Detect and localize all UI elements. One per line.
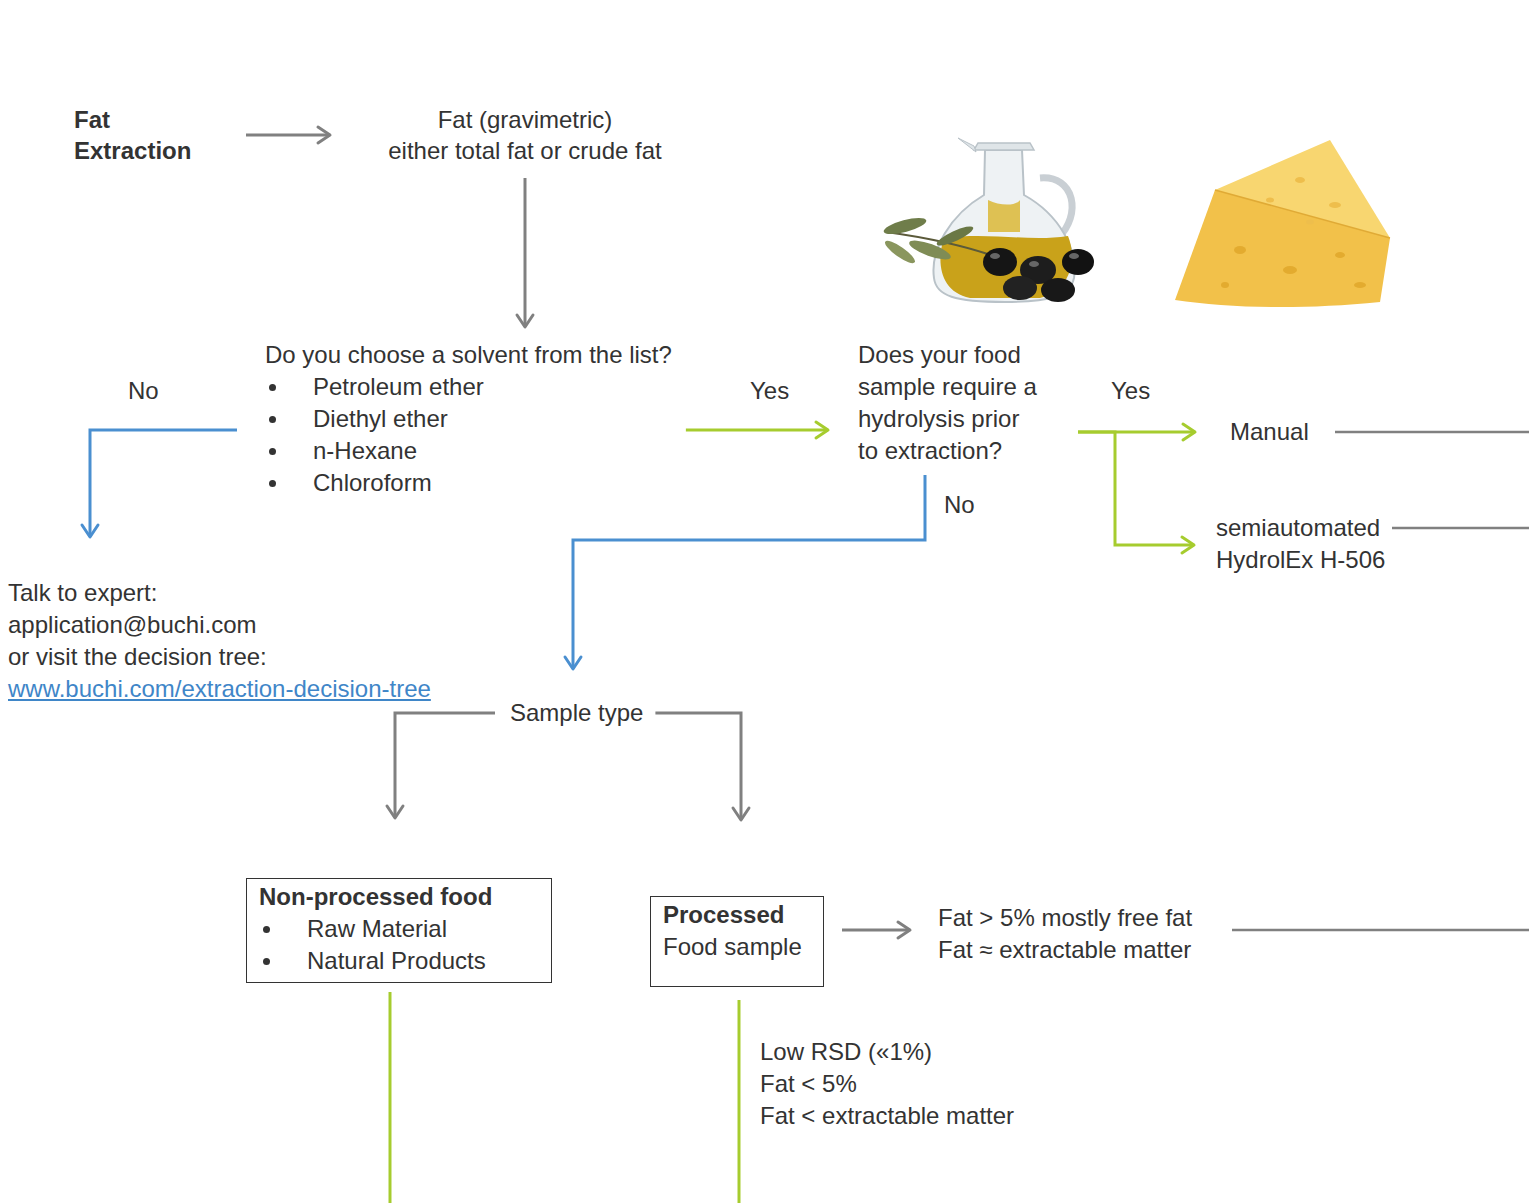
contact-note: Talk to expert:application@buchi.comor v… bbox=[8, 577, 431, 705]
flow-connector bbox=[655, 713, 749, 820]
flow-connector bbox=[246, 127, 330, 143]
connector-line bbox=[1078, 432, 1194, 545]
connector-line bbox=[686, 429, 828, 432]
option-label: semiautomatedHydrolEx H-506 bbox=[1216, 512, 1385, 576]
condition-note: Low RSD («1%) bbox=[760, 1036, 932, 1068]
node-text: Fat (gravimetric) bbox=[360, 104, 690, 135]
node-text: either total fat or crude fat bbox=[360, 135, 690, 166]
oil-jug bbox=[933, 138, 1074, 302]
connector-line bbox=[655, 713, 741, 820]
category-box: ProcessedFood sample bbox=[650, 896, 824, 987]
cheese-wedge bbox=[1175, 140, 1390, 307]
node-text: Does your food sample require a hydrolys… bbox=[858, 339, 1041, 467]
arrow-head bbox=[318, 127, 330, 143]
node-text: Fat ≈ extractable matter bbox=[938, 934, 1192, 966]
arrow-head bbox=[565, 657, 581, 669]
flow-connector bbox=[387, 713, 495, 818]
arrow-head bbox=[898, 922, 910, 938]
connector-line bbox=[573, 475, 925, 669]
exit-line bbox=[389, 992, 392, 1203]
node-text: semiautomated bbox=[1216, 512, 1385, 544]
connector-line bbox=[90, 430, 237, 537]
node-text: Non-processed food bbox=[259, 881, 539, 913]
node-text: Sample type bbox=[510, 697, 643, 729]
option-label: Manual bbox=[1230, 416, 1309, 448]
list-item: Diethyl ether bbox=[265, 403, 672, 435]
node-text: Talk to expert: bbox=[8, 577, 431, 609]
edge-label: No bbox=[128, 375, 159, 407]
list-item: Natural Products bbox=[259, 945, 539, 977]
condition-note: Fat < 5% bbox=[760, 1068, 857, 1100]
category-box: Non-processed foodRaw MaterialNatural Pr… bbox=[246, 878, 552, 983]
arrow-head bbox=[82, 525, 98, 537]
flow-connector bbox=[686, 422, 828, 438]
exit-line bbox=[1232, 929, 1529, 932]
solvent-question: Do you choose a solvent from the list?Pe… bbox=[265, 339, 672, 499]
arrow-head bbox=[517, 315, 533, 327]
arrow-head bbox=[733, 808, 749, 820]
node-text: Processed bbox=[663, 899, 811, 931]
connector-line bbox=[842, 929, 910, 932]
node-text: Food sample bbox=[663, 931, 811, 963]
start-label: Fat Extraction bbox=[74, 104, 224, 166]
flow-connector bbox=[82, 430, 237, 537]
edge-label: No bbox=[944, 489, 975, 521]
list-item: Petroleum ether bbox=[265, 371, 672, 403]
hydrolysis-question: Does your food sample require a hydrolys… bbox=[858, 339, 1041, 467]
flow-connector bbox=[517, 178, 533, 327]
list-item: n-Hexane bbox=[265, 435, 672, 467]
sample-type-label: Sample type bbox=[510, 697, 643, 729]
node-text: HydrolEx H-506 bbox=[1216, 544, 1385, 576]
condition-note: Fat < extractable matter bbox=[760, 1100, 1014, 1132]
edge-label: Yes bbox=[1111, 375, 1150, 407]
arrow-head bbox=[387, 806, 403, 818]
olive-branch bbox=[882, 215, 1094, 302]
flow-connector bbox=[1078, 432, 1194, 553]
arrow-head bbox=[1183, 424, 1195, 440]
exit-line bbox=[1392, 527, 1529, 530]
exit-line bbox=[1335, 431, 1529, 434]
arrow-head bbox=[816, 422, 828, 438]
edge-label: Yes bbox=[750, 375, 789, 407]
list-item: Chloroform bbox=[265, 467, 672, 499]
connector-line bbox=[395, 713, 495, 818]
node-text: Fat Extraction bbox=[74, 104, 224, 166]
connector-line bbox=[246, 134, 330, 137]
node-text: or visit the decision tree: bbox=[8, 641, 431, 673]
link-text: www.buchi.com/extraction-decision-tree bbox=[8, 673, 431, 705]
arrow-head bbox=[1182, 537, 1194, 553]
node-text: application@buchi.com bbox=[8, 609, 431, 641]
list-item: Raw Material bbox=[259, 913, 539, 945]
result-label: Fat (gravimetric)either total fat or cru… bbox=[360, 104, 690, 166]
flow-connector bbox=[565, 475, 925, 669]
node-text: Fat > 5% mostly free fat bbox=[938, 902, 1192, 934]
exit-line bbox=[738, 1000, 741, 1203]
flow-connector bbox=[842, 922, 910, 938]
condition-note: Fat > 5% mostly free fatFat ≈ extractabl… bbox=[938, 902, 1192, 966]
node-text: Do you choose a solvent from the list? bbox=[265, 339, 672, 371]
node-text: Manual bbox=[1230, 416, 1309, 448]
connector-line bbox=[524, 178, 527, 327]
